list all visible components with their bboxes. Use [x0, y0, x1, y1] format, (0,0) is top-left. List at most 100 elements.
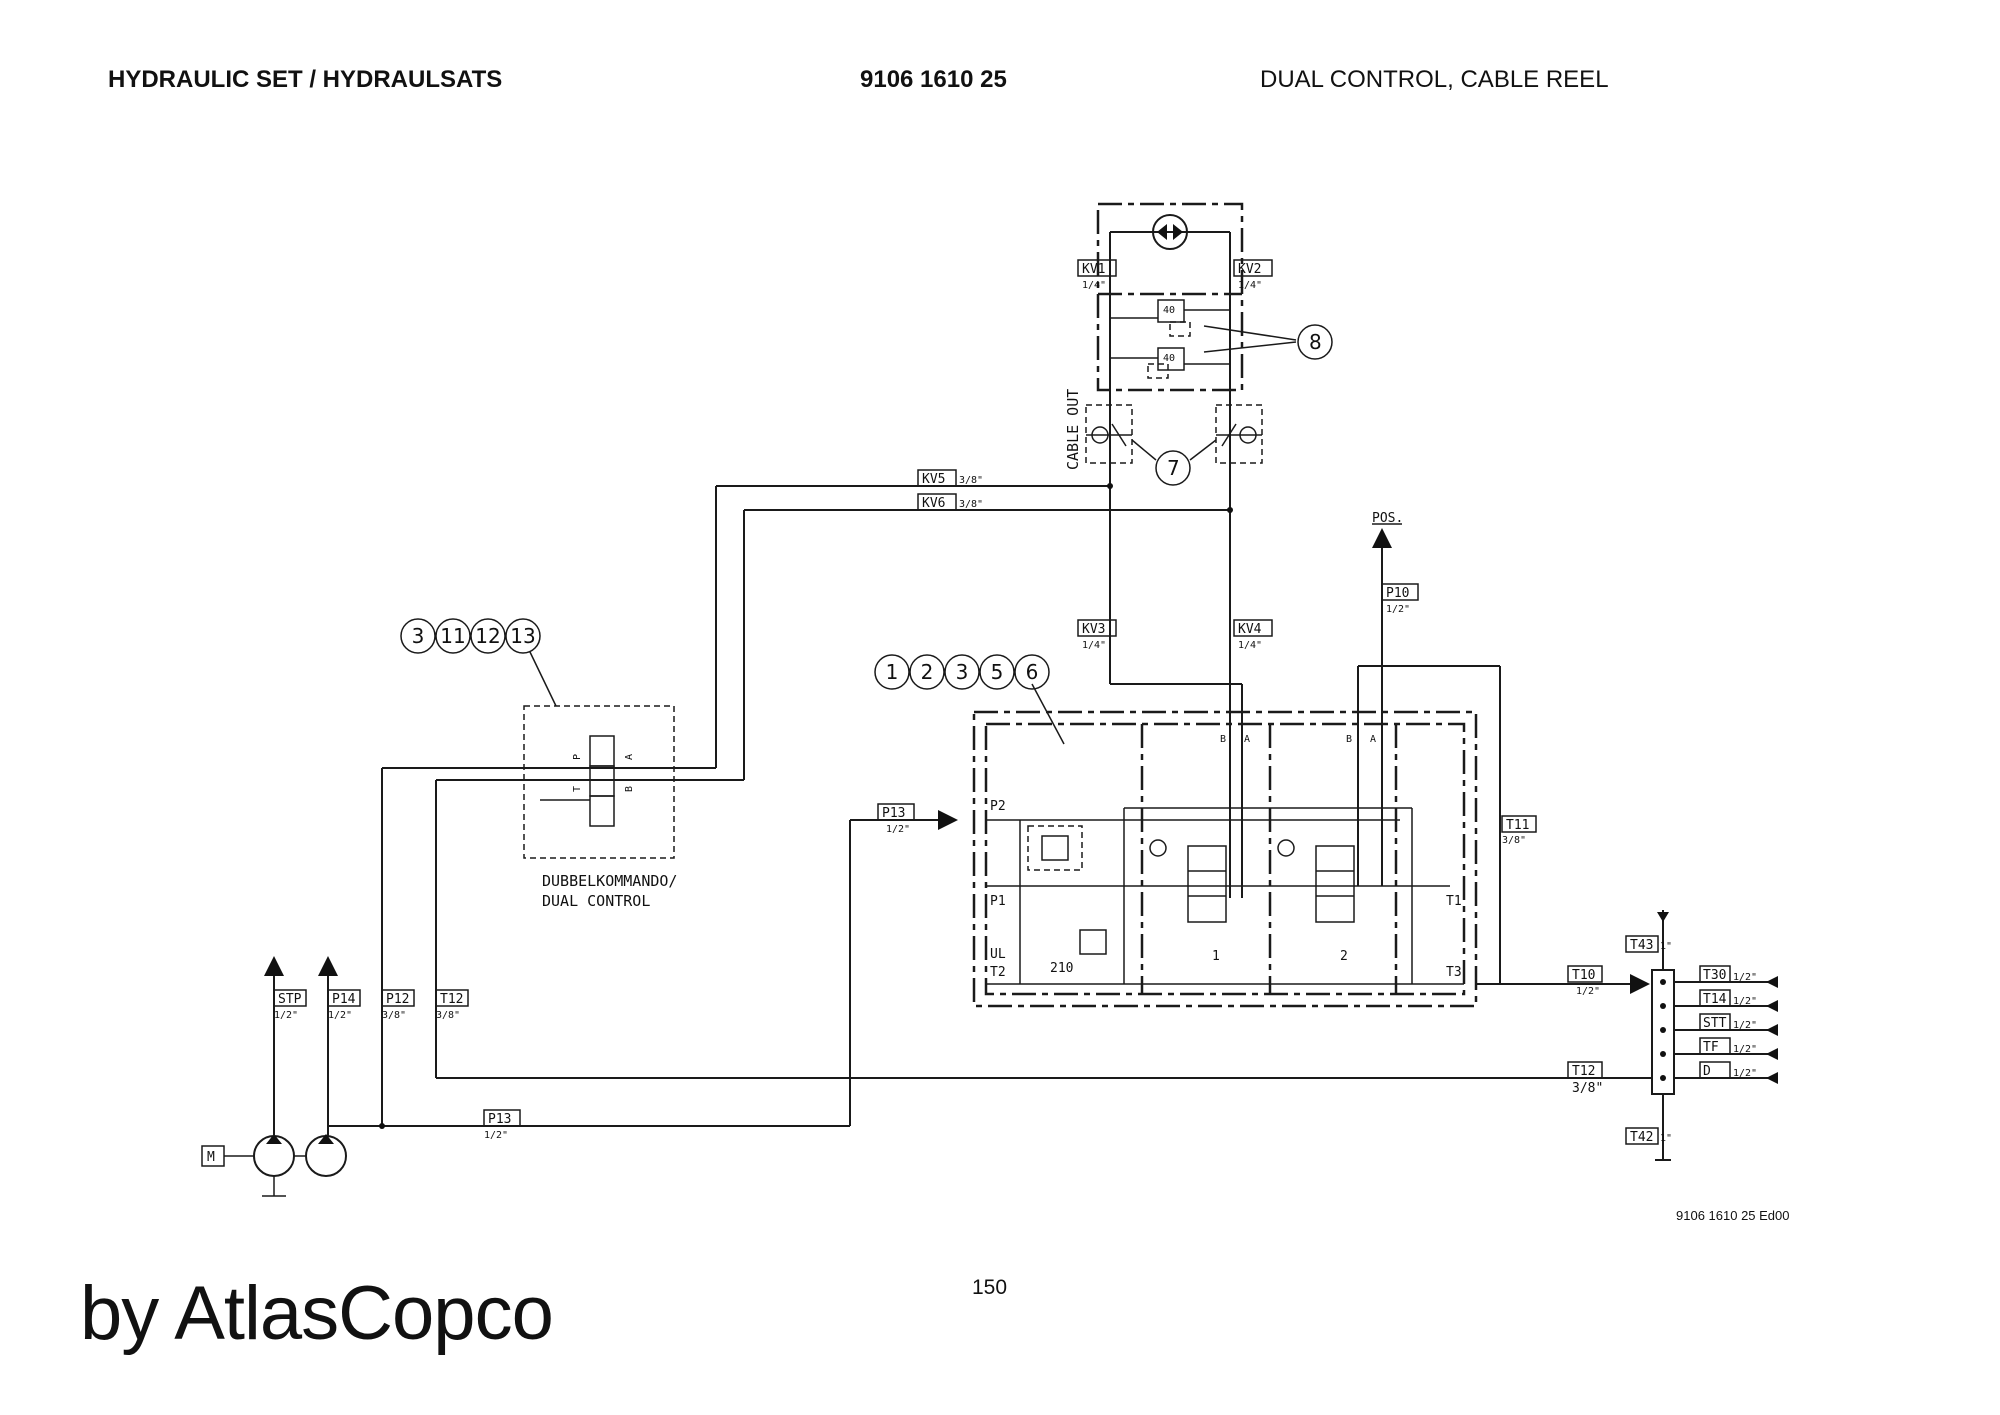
- dual-control-label-2: DUAL CONTROL: [542, 892, 650, 910]
- port-t42: T42 1": [1625, 1127, 1672, 1145]
- svg-text:1/4": 1/4": [1238, 640, 1262, 651]
- svg-text:STP: STP: [278, 992, 302, 1007]
- balloon-label-2: 2: [921, 660, 934, 684]
- balloon-label-3: 3: [956, 660, 969, 684]
- svg-text:3/8": 3/8": [436, 1010, 460, 1021]
- port-p12: P12 3/8": [381, 989, 415, 1021]
- svg-text:KV5: KV5: [922, 472, 945, 487]
- inlet-box-d: [1699, 1061, 1731, 1079]
- svg-text:P12: P12: [386, 992, 409, 1007]
- inlet-junction-stt: [1660, 1027, 1666, 1033]
- balloon-label-3: 3: [412, 624, 425, 648]
- svg-text:T3: T3: [1446, 965, 1462, 980]
- svg-text:1/2": 1/2": [1386, 604, 1410, 615]
- balloon-13: [505, 618, 541, 654]
- svg-text:P: P: [572, 754, 583, 760]
- svg-text:T12: T12: [440, 992, 463, 1007]
- spool-section-1: [1187, 845, 1227, 923]
- svg-text:8: 8: [1309, 330, 1322, 354]
- hydraulic-motor-icon: [1152, 214, 1188, 250]
- svg-text:A: A: [1370, 734, 1376, 745]
- port-p14: P14 1/2": [327, 989, 361, 1021]
- inlet-arrow-tf: [1766, 1048, 1778, 1060]
- document-number: 9106 1610 25: [860, 66, 1007, 93]
- port-kv6: KV6 3/8": [917, 493, 983, 511]
- svg-text:P13: P13: [488, 1112, 511, 1127]
- svg-text:A: A: [1244, 734, 1250, 745]
- svg-text:3/8": 3/8": [959, 499, 983, 510]
- svg-text:T43: T43: [1630, 938, 1653, 953]
- inlet-box-tf: [1699, 1037, 1731, 1055]
- port-kv2: KV2 1/4": [1233, 259, 1273, 291]
- svg-text:T2: T2: [990, 965, 1006, 980]
- svg-text:P10: P10: [1386, 586, 1409, 601]
- pump-group: M: [201, 1134, 347, 1197]
- svg-text:B: B: [1346, 734, 1352, 745]
- balloon-label-1: 1: [886, 660, 899, 684]
- port-t12-left: T12 3/8": [435, 989, 469, 1021]
- inlet-arrow-stt: [1766, 1024, 1778, 1036]
- inlet-box-stt: [1699, 1013, 1731, 1031]
- motor-label: M: [207, 1150, 215, 1165]
- port-kv3: KV3 1/4": [1077, 619, 1117, 651]
- svg-text:1/4": 1/4": [1238, 280, 1262, 291]
- port-p13-top: P13 1/2": [877, 803, 915, 835]
- inlet-size-t30: 1/2": [1733, 972, 1757, 983]
- inlet-box-t30: [1699, 965, 1731, 983]
- svg-text:KV4: KV4: [1238, 622, 1262, 637]
- port-t10: T10 1/2": [1567, 965, 1603, 997]
- svg-text:P2: P2: [990, 799, 1006, 814]
- balloon-label-5: 5: [991, 660, 1004, 684]
- port-kv1: KV1 1/4": [1077, 259, 1117, 291]
- port-t11: T11 3/8": [1501, 815, 1537, 846]
- valve-setting-40-top: 40: [1163, 305, 1175, 316]
- svg-text:3/8": 3/8": [959, 475, 983, 486]
- balloon-1: [874, 654, 910, 690]
- drawing-reference: 9106 1610 25 Ed00: [1676, 1208, 1790, 1223]
- svg-text:2: 2: [1340, 949, 1348, 964]
- svg-text:P14: P14: [332, 992, 356, 1007]
- balloon-2: [909, 654, 945, 690]
- cable-out-label: CABLE OUT: [1064, 389, 1082, 470]
- brand-credit: by AtlasCopco: [80, 1271, 554, 1356]
- balloon-11: [435, 618, 471, 654]
- page-number: 150: [972, 1276, 1008, 1299]
- svg-text:T12: T12: [1572, 1064, 1595, 1079]
- svg-text:3/8": 3/8": [1502, 835, 1526, 846]
- relief-valve-40-bottom: [1157, 347, 1185, 371]
- svg-text:1/4": 1/4": [1082, 640, 1106, 651]
- inlet-junction-t14: [1660, 1003, 1666, 1009]
- svg-text:1": 1": [1660, 941, 1672, 952]
- inlet-size-stt: 1/2": [1733, 1020, 1757, 1031]
- tank-manifold: [1651, 910, 1675, 1161]
- balloon-item-7: 7: [1155, 450, 1191, 486]
- port-kv5: KV5 3/8": [917, 469, 983, 487]
- balloon-6: [1014, 654, 1050, 690]
- inlet-label-tf: TF: [1703, 1040, 1719, 1055]
- svg-text:T42: T42: [1630, 1130, 1653, 1145]
- svg-text:1/2": 1/2": [274, 1010, 298, 1021]
- balloon-3: [944, 654, 980, 690]
- svg-text:1/4": 1/4": [1082, 280, 1106, 291]
- relief-setting-210: 210: [1050, 961, 1073, 976]
- inlet-box-t14: [1699, 989, 1731, 1007]
- balloon-label-13: 13: [510, 624, 535, 648]
- balloon-item-8: 8: [1297, 324, 1333, 360]
- valve-setting-40-bottom: 40: [1163, 353, 1175, 364]
- port-t12-right: T12 3/8": [1567, 1061, 1603, 1096]
- inlet-label-t30: T30: [1703, 968, 1726, 983]
- svg-text:7: 7: [1167, 456, 1180, 480]
- svg-text:T10: T10: [1572, 968, 1595, 983]
- svg-text:1/2": 1/2": [886, 824, 910, 835]
- inlet-size-t14: 1/2": [1733, 996, 1757, 1007]
- svg-text:KV3: KV3: [1082, 622, 1105, 637]
- port-t43: T43 1": [1625, 935, 1672, 953]
- inlet-label-stt: STT: [1703, 1016, 1727, 1031]
- balloon-3: [400, 618, 436, 654]
- svg-text:A: A: [624, 754, 635, 760]
- inlet-arrow-t30: [1766, 976, 1778, 988]
- svg-text:1/2": 1/2": [1576, 986, 1600, 997]
